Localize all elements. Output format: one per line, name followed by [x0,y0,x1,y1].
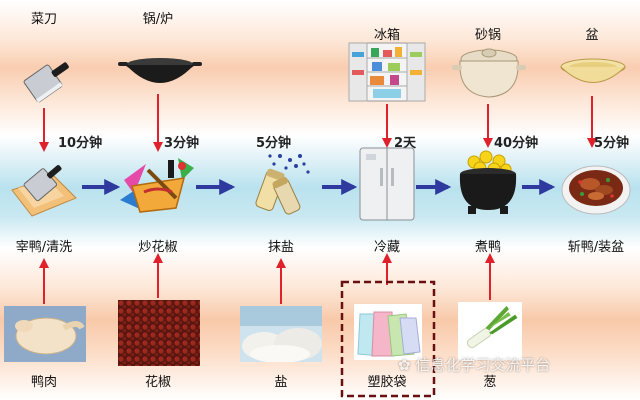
ingredient-label-3: 盐 [274,375,288,390]
ingredient-label-1: 鸭肉 [30,375,58,390]
scallion-icon [458,302,522,364]
ingredient-label-4: 塑胶袋 [367,375,407,390]
cleaver-icon [18,50,74,112]
highlight-box [340,280,436,398]
duration-3: 5分钟 [256,136,292,151]
fridge-icon [358,146,416,226]
peppercorn-icon [118,300,200,370]
plastic-bag-icon [354,304,422,364]
cleaver-board-icon [8,152,80,224]
ingredient-label-2: 花椒 [144,375,172,390]
step-label-6: 斩鸭/装盆 [567,240,625,255]
duration-5: 40分钟 [494,136,539,151]
salt-pile-icon [240,306,322,366]
tool-label-4: 砂锅 [474,28,502,43]
stir-fry-icon [118,150,198,222]
salt-shaker-icon [240,150,312,222]
duration-1: 10分钟 [58,136,103,151]
step-label-2: 炒花椒 [138,240,178,255]
duration-2: 3分钟 [164,136,200,151]
plated-duck-icon [560,150,632,222]
open-fridge-icon [348,42,426,106]
step-label-4: 冷藏 [373,240,401,255]
step-label-5: 煮鸭 [474,240,502,255]
step-label-3: 抹盐 [267,240,295,255]
clay-pot-icon [452,45,526,105]
wechat-icon: ✿ [398,356,411,374]
cauldron-icon [456,148,520,220]
raw-duck-icon [4,306,86,366]
step-label-1: 宰鸭/清洗 [15,240,73,255]
tool-label-2: 锅/炉 [142,12,174,27]
watermark-text: 信息化学习交流平台 [415,356,551,374]
bowl-icon [558,58,628,96]
wok-icon [118,55,202,95]
tool-label-3: 冰箱 [373,28,401,43]
duration-4: 2天 [394,136,417,151]
ingredient-label-5: 葱 [483,375,497,390]
tool-label-1: 菜刀 [30,12,58,27]
watermark: ✿ 信息化学习交流平台 [398,354,550,375]
duration-6: 5分钟 [594,136,630,151]
tool-label-5: 盆 [585,28,599,43]
